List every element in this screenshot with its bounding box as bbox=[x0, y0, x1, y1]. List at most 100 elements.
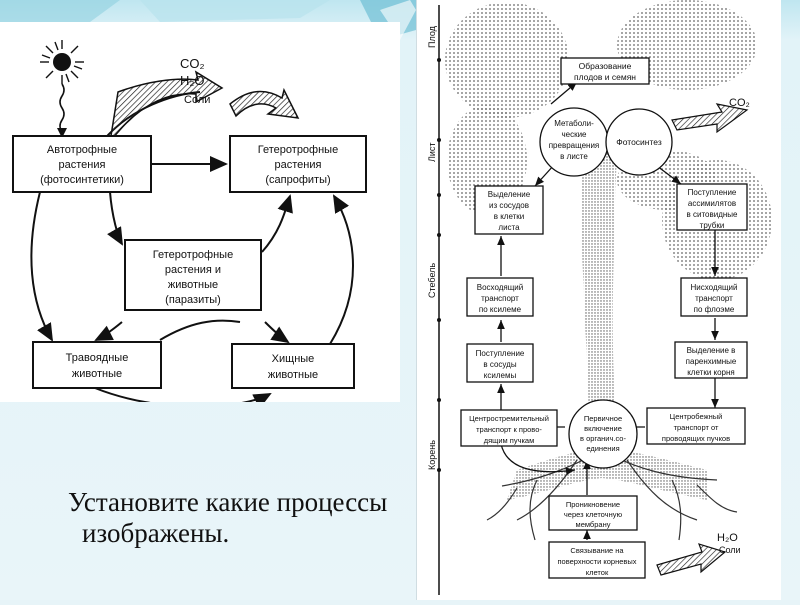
svg-text:в клетки: в клетки bbox=[494, 212, 525, 221]
svg-text:через клеточную: через клеточную bbox=[564, 510, 623, 519]
svg-text:растения: растения bbox=[59, 159, 106, 171]
svg-text:ассимилятов: ассимилятов bbox=[688, 199, 736, 208]
svg-text:из сосудов: из сосудов bbox=[489, 201, 529, 210]
saprophytes-box: Гетеротрофные растения (сапрофиты) bbox=[229, 135, 367, 193]
svg-text:(паразиты): (паразиты) bbox=[165, 294, 221, 306]
plant-transport-svg: Плод Лист Стебель Корень CO₂ H₂O Соли bbox=[427, 0, 772, 595]
svg-text:Травоядные: Травоядные bbox=[66, 352, 129, 364]
decomposition-arrow bbox=[229, 87, 300, 119]
svg-text:ксилемы: ксилемы bbox=[484, 371, 517, 380]
xylem-entry-box: Поступление в сосуды ксилемы bbox=[466, 343, 534, 383]
svg-text:Связывание на: Связывание на bbox=[570, 546, 624, 555]
svg-text:CO₂: CO₂ bbox=[180, 56, 205, 71]
h2o-salts-input: H₂O Соли bbox=[656, 532, 741, 576]
svg-text:CO₂: CO₂ bbox=[729, 97, 750, 109]
svg-text:Поступление: Поступление bbox=[476, 349, 525, 358]
svg-text:мембрану: мембрану bbox=[576, 520, 611, 529]
svg-text:в органич.со-: в органич.со- bbox=[580, 434, 626, 443]
task-caption: Установите какие процессы изображены. bbox=[68, 487, 387, 549]
svg-text:Первичное: Первичное bbox=[584, 414, 622, 423]
svg-text:Соли: Соли bbox=[719, 545, 741, 555]
primary-inclusion-circle: Первичное включение в органич.со- единен… bbox=[568, 399, 638, 469]
svg-text:транспорт: транспорт bbox=[695, 294, 733, 303]
svg-text:трубки: трубки bbox=[700, 221, 725, 230]
nutrients-to-autotrophs-arrow bbox=[109, 70, 224, 143]
svg-text:Метаболи-: Метаболи- bbox=[554, 119, 594, 128]
svg-text:Соли: Соли bbox=[184, 94, 210, 106]
svg-text:Образование: Образование bbox=[579, 61, 632, 71]
root-parenchyma-box: Выделение в паренхимные клетки корня bbox=[674, 341, 748, 379]
autotrophs-box: Автотрофные растения (фотосинтетики) bbox=[12, 135, 152, 193]
svg-text:(фотосинтетики): (фотосинтетики) bbox=[40, 174, 124, 186]
svg-text:Хищные: Хищные bbox=[272, 353, 315, 365]
svg-text:транспорт от: транспорт от bbox=[674, 423, 719, 432]
svg-text:(сапрофиты): (сапрофиты) bbox=[265, 174, 330, 186]
ecosystem-cycle-svg: CO₂ H₂O Соли Автотрофные растения (фотос… bbox=[12, 40, 367, 409]
co2-input: CO₂ bbox=[671, 97, 750, 134]
svg-text:транспорт: транспорт bbox=[481, 294, 519, 303]
svg-text:Выделение в: Выделение в bbox=[687, 346, 736, 355]
caption-line-2: изображены. bbox=[82, 518, 230, 548]
svg-text:Стебель: Стебель bbox=[427, 263, 437, 298]
svg-text:Гетеротрофные: Гетеротрофные bbox=[258, 144, 338, 156]
metabolic-circle: Метаболи- ческие превращения в листе bbox=[539, 107, 609, 177]
svg-text:растения: растения bbox=[275, 159, 322, 171]
centrifugal-transport-box: Центробежный транспорт от проводящих пуч… bbox=[646, 407, 746, 445]
svg-text:животные: животные bbox=[72, 368, 122, 380]
svg-text:H₂O: H₂O bbox=[180, 73, 205, 88]
svg-text:Нисходящий: Нисходящий bbox=[691, 283, 738, 292]
sun-icon bbox=[40, 40, 84, 138]
surface-binding-box: Связывание на поверхности корневых клето… bbox=[548, 541, 646, 579]
svg-text:животные: животные bbox=[268, 369, 318, 381]
caption-line-1: Установите какие процессы bbox=[68, 487, 388, 517]
svg-text:проводящих пучков: проводящих пучков bbox=[662, 434, 730, 443]
svg-text:Поступление: Поступление bbox=[688, 188, 737, 197]
svg-text:Центростремительный: Центростремительный bbox=[469, 414, 549, 423]
parasites-box: Гетеротрофные растения и животные (параз… bbox=[124, 239, 262, 311]
svg-text:дящим пучкам: дящим пучкам bbox=[484, 436, 535, 445]
svg-text:Восходящий: Восходящий bbox=[477, 283, 524, 292]
photosynthesis-circle: Фотосинтез bbox=[605, 108, 673, 176]
svg-text:Плод: Плод bbox=[427, 25, 437, 48]
svg-text:Центробежный: Центробежный bbox=[670, 412, 723, 421]
svg-text:животные: животные bbox=[168, 279, 218, 291]
svg-text:Лист: Лист bbox=[427, 142, 437, 162]
svg-text:по флоэме: по флоэме bbox=[694, 305, 735, 314]
vessel-release-box: Выделение из сосудов в клетки листа bbox=[474, 185, 544, 235]
svg-text:Автотрофные: Автотрофные bbox=[47, 144, 117, 156]
svg-text:в сосуды: в сосуды bbox=[483, 360, 516, 369]
svg-text:в листе: в листе bbox=[560, 152, 588, 161]
membrane-penetration-box: Проникновение через клеточную мембрану bbox=[548, 495, 638, 531]
svg-text:клетки корня: клетки корня bbox=[687, 368, 735, 377]
centripetal-transport-box: Центростремительный транспорт к прово- д… bbox=[460, 409, 558, 447]
fruit-formation-box: Образование плодов и семян bbox=[560, 57, 650, 85]
plant-transport-diagram: Плод Лист Стебель Корень CO₂ H₂O Соли bbox=[416, 0, 781, 600]
ecosystem-cycle-diagram: CO₂ H₂O Соли Автотрофные растения (фотос… bbox=[0, 22, 400, 409]
descending-transport-box: Нисходящий транспорт по флоэме bbox=[680, 277, 748, 317]
ascending-transport-box: Восходящий транспорт по ксилеме bbox=[466, 277, 534, 317]
svg-text:ческие: ческие bbox=[561, 130, 587, 139]
svg-text:включение: включение bbox=[584, 424, 622, 433]
svg-text:в ситовидные: в ситовидные bbox=[687, 210, 739, 219]
svg-text:по ксилеме: по ксилеме bbox=[479, 305, 522, 314]
assimilate-entry-box: Поступление ассимилятов в ситовидные тру… bbox=[676, 183, 748, 231]
svg-text:Проникновение: Проникновение bbox=[566, 500, 620, 509]
predators-box: Хищные животные bbox=[231, 343, 355, 389]
svg-text:Гетеротрофные: Гетеротрофные bbox=[153, 249, 233, 261]
svg-text:H₂O: H₂O bbox=[717, 532, 738, 544]
svg-text:плодов и семян: плодов и семян bbox=[574, 72, 636, 82]
svg-text:растения и: растения и bbox=[165, 264, 221, 276]
svg-text:единения: единения bbox=[586, 444, 619, 453]
svg-text:клеток: клеток bbox=[586, 568, 609, 577]
svg-text:транспорт к прово-: транспорт к прово- bbox=[476, 425, 542, 434]
svg-text:Корень: Корень bbox=[427, 440, 437, 470]
decorative-header-stripes bbox=[0, 0, 416, 40]
svg-text:Фотосинтез: Фотосинтез bbox=[616, 137, 662, 147]
svg-text:Выделение: Выделение bbox=[488, 190, 531, 199]
plant-organ-axis: Плод Лист Стебель Корень bbox=[427, 5, 441, 595]
svg-text:паренхимные: паренхимные bbox=[686, 357, 737, 366]
svg-text:поверхности корневых: поверхности корневых bbox=[557, 557, 636, 566]
nutrients-label: CO₂ H₂O Соли bbox=[180, 56, 210, 106]
svg-text:превращения: превращения bbox=[549, 141, 600, 150]
svg-text:листа: листа bbox=[498, 223, 520, 232]
